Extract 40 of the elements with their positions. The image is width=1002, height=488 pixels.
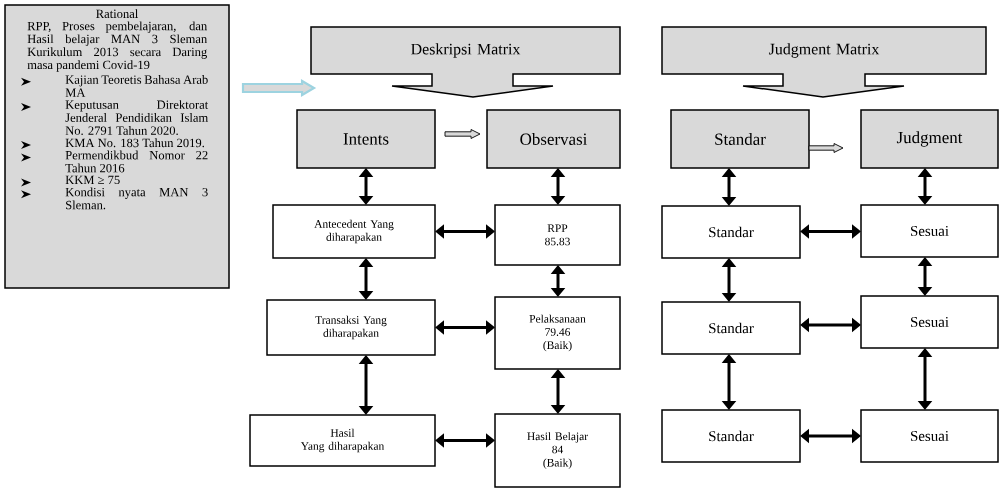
- double-arrow: [550, 369, 566, 414]
- category-box: Judgment: [860, 109, 999, 169]
- value-box: Sesuai: [860, 295, 999, 349]
- double-arrow: [721, 354, 737, 410]
- double-arrow: [800, 317, 861, 333]
- block-arrow: [808, 143, 844, 153]
- value-box: Standar: [661, 301, 801, 355]
- double-arrow: [550, 168, 566, 205]
- value-box: Hasil Belajar 84 (Baik): [494, 413, 621, 488]
- value-box: Sesuai: [860, 409, 999, 463]
- category-box: Standar: [670, 109, 810, 169]
- value-box: Standar: [661, 409, 801, 463]
- value-box: Sesuai: [860, 204, 999, 258]
- value-box: RPP 85.83: [494, 204, 621, 266]
- block-arrow: [241, 79, 317, 97]
- double-arrow: [358, 355, 374, 415]
- double-arrow: [800, 428, 861, 444]
- double-arrow: [917, 168, 933, 205]
- value-box: Transaksi Yang diharapakan: [266, 299, 436, 356]
- double-arrow: [358, 258, 374, 300]
- double-arrow: [800, 224, 861, 239]
- header-callout: Deskripsi Matrix: [310, 26, 621, 98]
- double-arrow: [358, 168, 374, 205]
- block-arrow: [444, 129, 481, 139]
- double-arrow: [721, 168, 737, 206]
- category-box: Intents: [296, 109, 436, 169]
- header-callout: Judgment Matrix: [661, 26, 987, 98]
- double-arrow: [435, 320, 495, 335]
- rational-box: Rational RPP, Proses pembelajaran, dan Hasil belajar MAN 3 Sleman Kurikulum 2013 secara Daring masa pandemi Covid-19 Kajian Teoretis Bahasa Arab MA Keputusan Direktorat Jenderal Pendidikan Islam No. 2791 Tahun 2020. KMA No. 183 Tahun 2019. Permendikbud Nomor 22 Tahun 2016 KKM ≥ 75 Kondisi nyata MAN 3 Sleman.: [4, 4, 230, 289]
- double-arrow: [917, 257, 933, 296]
- double-arrow: [550, 265, 566, 297]
- value-box: Pelaksanaan 79.46 (Baik): [494, 296, 621, 370]
- double-arrow: [721, 258, 737, 302]
- category-box: Observasi: [486, 109, 621, 169]
- double-arrow: [435, 433, 495, 448]
- double-arrow: [917, 348, 933, 410]
- value-box: Standar: [661, 205, 801, 259]
- value-box: Antecedent Yang diharapakan: [272, 204, 436, 259]
- double-arrow: [435, 224, 495, 239]
- value-box: Hasil Yang diharapakan: [249, 414, 436, 467]
